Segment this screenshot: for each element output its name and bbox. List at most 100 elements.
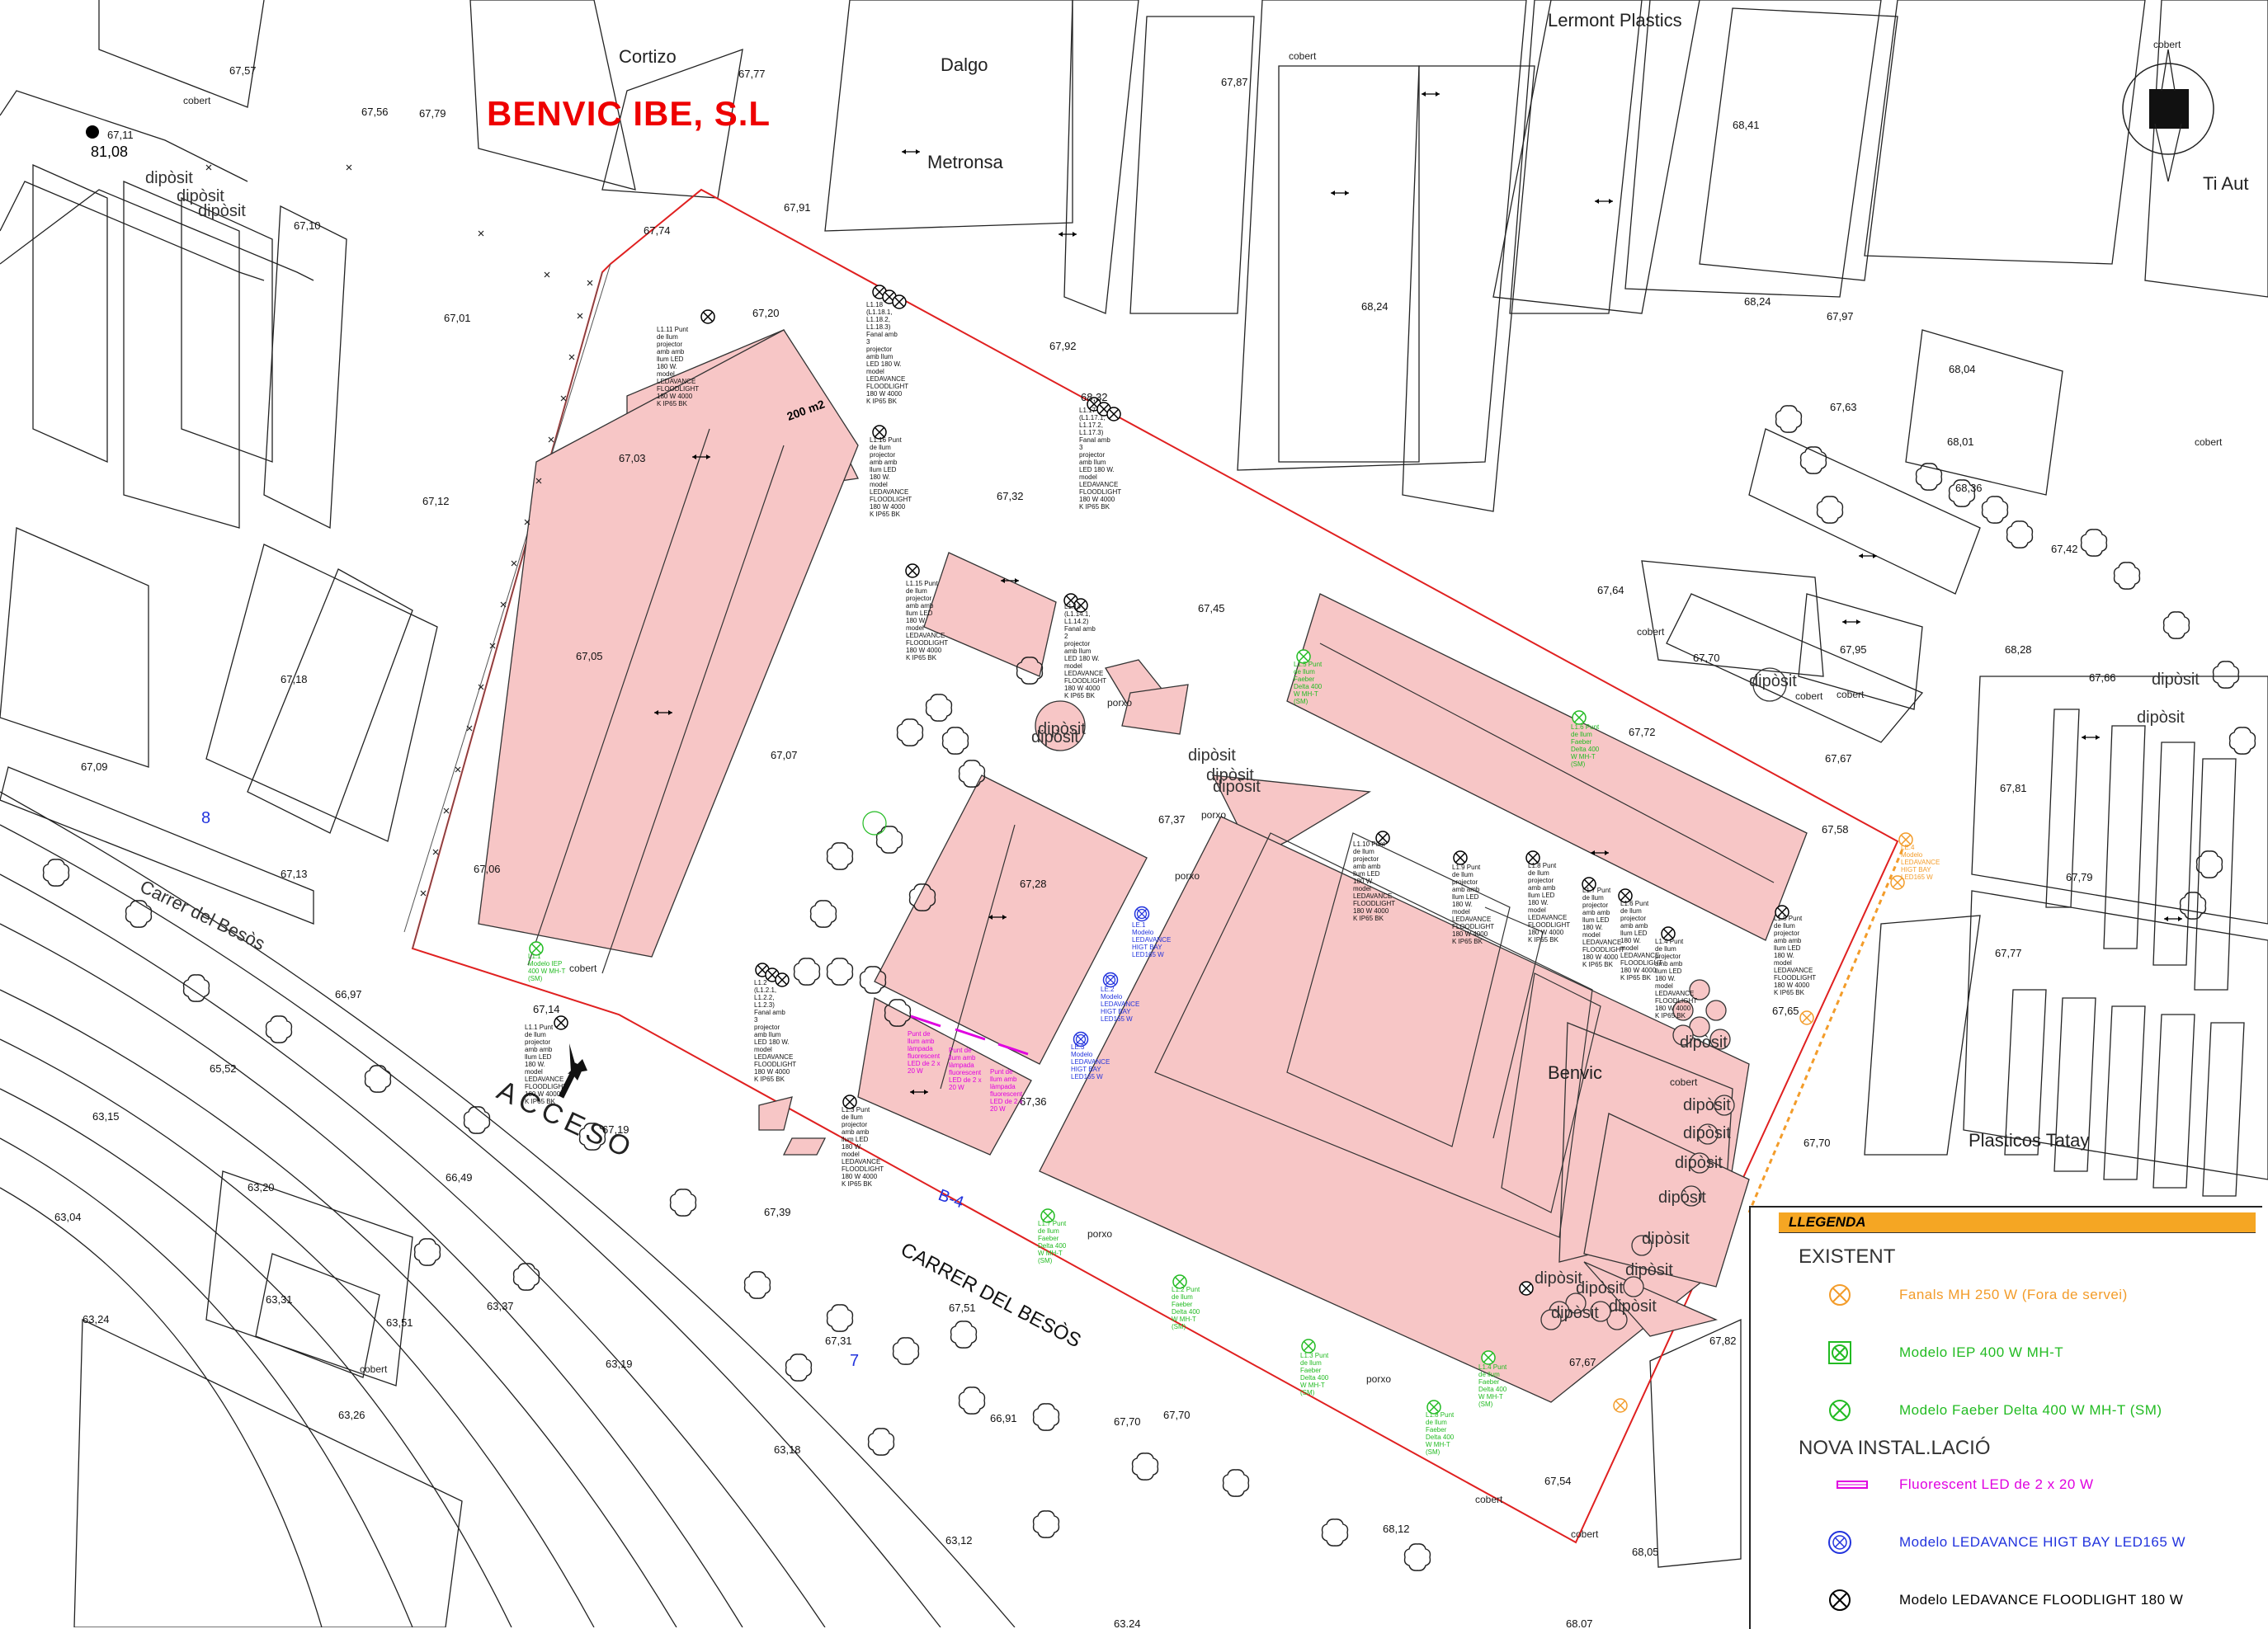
elevation-label: 63,24 [83, 1313, 110, 1325]
legend-item-highbay: Modelo LEDAVANCE HIGT BAY LED165 W [1823, 1526, 2185, 1559]
elevation-label: 67,79 [2066, 871, 2093, 883]
label-benvic: Benvic [1548, 1062, 1602, 1083]
legend-label: Modelo LEDAVANCE HIGT BAY LED165 W [1899, 1534, 2186, 1550]
elevation-label: 67,57 [229, 64, 257, 77]
elevation-label: 67,95 [1840, 643, 1867, 656]
elevation-label: 67,42 [2051, 543, 2078, 555]
elevation-label: 67,12 [422, 495, 450, 507]
north-arrow-icon [2122, 49, 2214, 182]
legend-label: Modelo IEP 400 W MH-T [1899, 1344, 2064, 1360]
elevation-label: 67,07 [771, 749, 798, 761]
diposit-label: dipòsit [1188, 746, 1236, 765]
elevation-label: 67,13 [281, 868, 308, 880]
elevation-label: 63,37 [487, 1300, 514, 1312]
elevation-label: 65,52 [210, 1062, 237, 1075]
diposit-label: dipòsit [177, 187, 224, 205]
diposit-label: dipòsit [145, 169, 193, 187]
cobert-label: cobert [1571, 1528, 1599, 1540]
cobert-label: cobert [1289, 50, 1317, 62]
diposit-label: dipòsit [1535, 1269, 1582, 1288]
diposit-label: dipòsit [1213, 778, 1261, 796]
elevation-label: 67,11 [107, 129, 134, 141]
porxo-label: porxo [1175, 870, 1200, 882]
elevation-label: 68,32 [1081, 391, 1108, 403]
elevation-label: 67,97 [1827, 310, 1854, 323]
label-dalgo: Dalgo [941, 54, 988, 75]
diposit-label: dipòsit [198, 202, 246, 220]
black-crossed-circle-icon [1829, 1589, 1851, 1611]
elevation-label: 68,05 [1632, 1546, 1659, 1558]
elevation-label: 66,97 [335, 988, 362, 1000]
elevation-label: 67,82 [1709, 1335, 1737, 1347]
cobert-label: cobert [1795, 690, 1823, 702]
elevation-label: 67,77 [1995, 947, 2022, 959]
diposit-label: dipòsit [1658, 1189, 1706, 1207]
elevation-label: 63,15 [92, 1110, 120, 1123]
label-lermont: Lermont Plastics [1548, 10, 1682, 31]
diposit-label: dipòsit [1675, 1154, 1723, 1172]
elevation-label: 67,03 [619, 452, 646, 464]
cobert-label: cobert [2195, 436, 2223, 448]
elevation-label: 68,04 [1949, 363, 1976, 375]
label-cortizo: Cortizo [619, 46, 677, 67]
elevation-label: 68,28 [2005, 643, 2032, 656]
elevation-label: 67,14 [533, 1003, 560, 1015]
elevation-label: 67,70 [1804, 1137, 1831, 1149]
cobert-label: cobert [1475, 1494, 1503, 1505]
elevation-label: 63,26 [338, 1409, 365, 1421]
elevation-label: 67,66 [2089, 671, 2116, 684]
survey-point-icon [86, 125, 99, 139]
elevation-label: 68,24 [1361, 300, 1389, 313]
legend-panel: LLEGENDA EXISTENT NOVA INSTAL.LACIÓ Fana… [1749, 1206, 2262, 1629]
elevation-label: 67,51 [949, 1302, 976, 1314]
elevation-label: 67,09 [81, 760, 108, 773]
elevation-label: 63,20 [248, 1181, 275, 1194]
diposit-label: dipòsit [1683, 1096, 1731, 1114]
elevation-label: 67,65 [1772, 1005, 1799, 1017]
elevation-label: 67,20 [752, 307, 780, 319]
fluorescent-symbols [910, 1015, 1029, 1056]
map-title: BENVIC IBE, S.L [487, 94, 771, 133]
legend-label: Modelo LEDAVANCE FLOODLIGHT 180 W [1899, 1592, 2184, 1608]
elevation-label: 67,01 [444, 312, 471, 324]
cobert-label: cobert [569, 963, 597, 974]
elevation-label: 66,49 [446, 1171, 473, 1184]
diposit-label: dipòsit [1031, 728, 1079, 746]
cobert-label: cobert [183, 95, 211, 106]
porxo-label: porxo [1366, 1373, 1391, 1385]
elevation-label: 63,19 [606, 1358, 633, 1370]
legend-item-existing-fanals: Fanals MH 250 W (Fora de servei) [1823, 1278, 2128, 1311]
legend-label: Fluorescent LED de 2 x 20 W [1899, 1476, 2094, 1492]
elevation-label: 67,54 [1544, 1475, 1572, 1487]
diposit-label: dipòsit [2152, 671, 2200, 689]
green-square-crossed-circle-icon [1828, 1341, 1851, 1364]
porxo-label: porxo [1087, 1228, 1112, 1240]
green-crossed-circle-icon [1829, 1400, 1851, 1421]
elevation-label: 63,18 [774, 1443, 801, 1456]
deposit-tanks [1035, 700, 1735, 1330]
elevation-label: 67,74 [644, 224, 671, 237]
elevation-label: 67,58 [1822, 823, 1849, 836]
street-number-b4: B-4 [936, 1186, 966, 1212]
diposit-label: dipòsit [1625, 1261, 1673, 1279]
legend-label: Fanals MH 250 W (Fora de servei) [1899, 1287, 2128, 1302]
